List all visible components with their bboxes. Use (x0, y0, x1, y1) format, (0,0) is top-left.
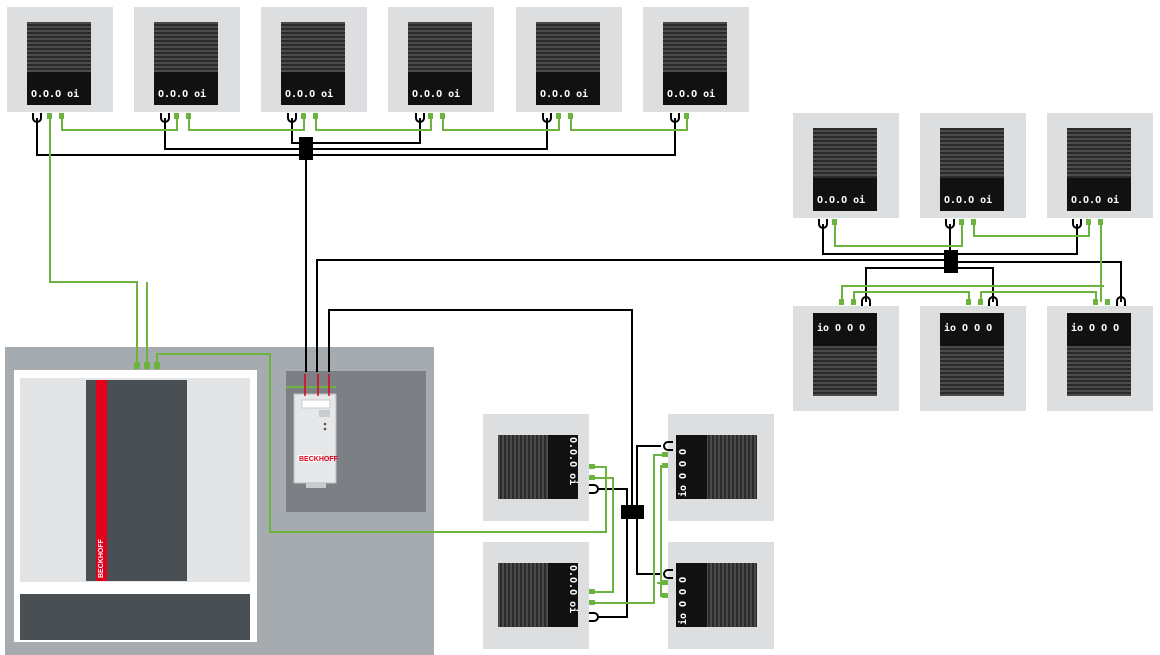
servo-drive-top-4: O.O.O oi (388, 7, 494, 112)
junction-box-icon (621, 505, 644, 519)
junction-boxes (299, 137, 958, 519)
control-cabinet: BECKHOFF BECKHOFF (5, 347, 434, 655)
right-group-devices: O.O.O oi O.O.O oi O.O.O oi io O O O io O… (793, 113, 1153, 411)
servo-drive-top-5: O.O.O oi (516, 7, 622, 112)
port-label: O.O.O oi (567, 565, 579, 613)
servo-drive-center-right-1: io O O O (668, 414, 774, 521)
junction-box-icon (944, 250, 958, 273)
cable-connectors (32, 113, 1126, 622)
port-label: O.O.O oi (567, 437, 579, 485)
port-label: io O O O (677, 577, 689, 625)
servo-drive-right-lower-2: io O O O (920, 306, 1026, 411)
port-label: O.O.O oi (817, 194, 865, 206)
port-label: O.O.O oi (285, 88, 333, 100)
servo-drive-right-lower-3: io O O O (1047, 306, 1153, 411)
servo-drive-center-left-1: O.O.O oi (483, 414, 589, 521)
port-label: O.O.O oi (944, 194, 992, 206)
servo-drive-top-2: O.O.O oi (134, 7, 240, 112)
center-group-devices: O.O.O oi O.O.O oi io O O O io O O O (483, 414, 774, 649)
port-label: io O O O (944, 322, 992, 334)
port-label: io O O O (1071, 322, 1119, 334)
servo-drive-right-upper-2: O.O.O oi (920, 113, 1026, 218)
power-supply-brand: BECKHOFF (299, 456, 339, 463)
control-unit-brand: BECKHOFF (98, 538, 105, 578)
servo-drive-top-1: O.O.O oi (7, 7, 113, 112)
servo-drive-center-right-2: io O O O (668, 542, 774, 649)
junction-box-icon (299, 137, 313, 160)
servo-drive-top-6: O.O.O oi (643, 7, 749, 112)
port-label: O.O.O oi (158, 88, 206, 100)
servo-drive-right-upper-3: O.O.O oi (1047, 113, 1153, 218)
port-label: O.O.O oi (1071, 194, 1119, 206)
port-label: io O O O (677, 449, 689, 497)
port-label: O.O.O oi (31, 88, 79, 100)
port-label: O.O.O oi (540, 88, 588, 100)
port-label: io O O O (817, 322, 865, 334)
top-row-devices: O.O.O oi O.O.O oi O.O.O oi O.O.O oi O.O.… (7, 7, 749, 112)
servo-drive-top-3: O.O.O oi (261, 7, 367, 112)
port-label: O.O.O oi (667, 88, 715, 100)
servo-drive-right-upper-1: O.O.O oi (793, 113, 899, 218)
servo-drive-center-left-2: O.O.O oi (483, 542, 589, 649)
power-supply: BECKHOFF (293, 393, 339, 488)
port-label: O.O.O oi (412, 88, 460, 100)
black-cables (36, 118, 1122, 618)
green-cables (49, 118, 1104, 604)
servo-drive-right-lower-1: io O O O (793, 306, 899, 411)
